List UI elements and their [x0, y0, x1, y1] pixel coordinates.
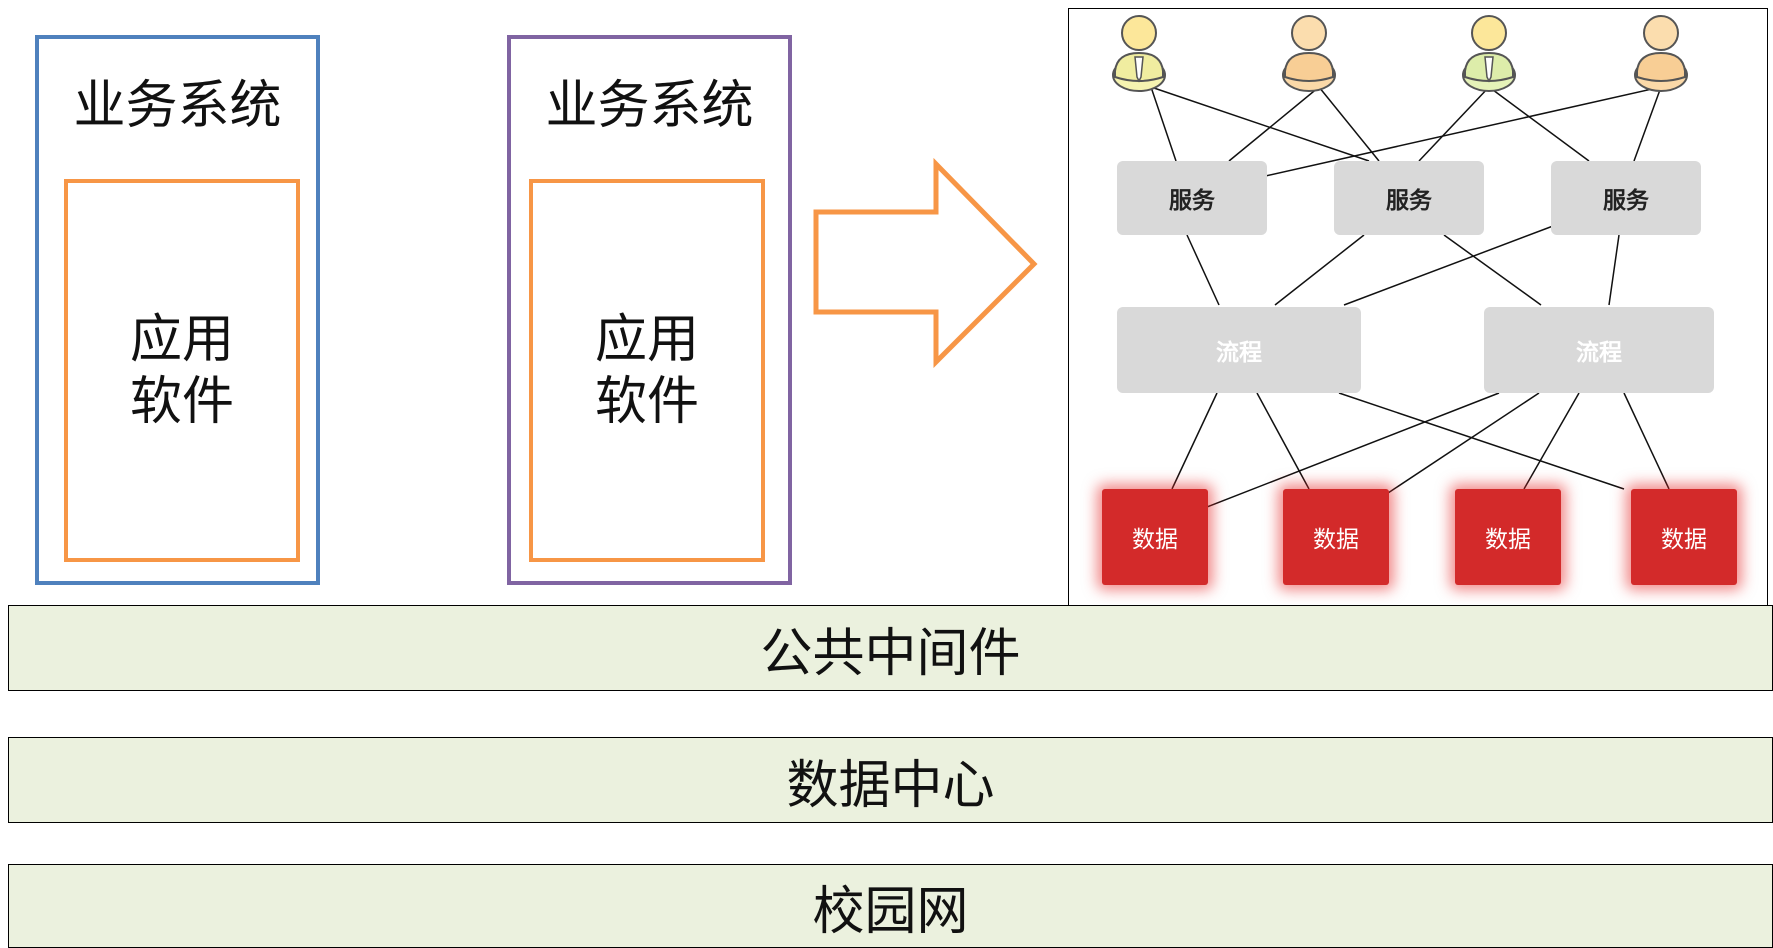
service-node: 服务	[1117, 161, 1267, 235]
campus-network-layer: 校园网	[8, 864, 1773, 948]
user-icon	[1282, 15, 1336, 92]
application-software-label: 应用 软件	[129, 309, 234, 432]
application-software-box: 应用 软件	[64, 179, 300, 562]
business-system-title: 业务系统	[73, 76, 282, 136]
application-software-label: 应用 软件	[594, 309, 699, 432]
user-icon	[1462, 15, 1516, 92]
data-node: 数据	[1631, 489, 1737, 585]
application-software-box: 应用 软件	[529, 179, 765, 562]
data-node: 数据	[1283, 489, 1389, 585]
service-architecture-diagram: 服务 服务 服务 流程 流程 数据 数据 数据 数据	[1068, 8, 1768, 612]
connection-lines	[1150, 86, 1670, 515]
data-node: 数据	[1102, 489, 1208, 585]
service-node: 服务	[1334, 161, 1484, 235]
business-system-box-1: 业务系统 应用 软件	[35, 35, 320, 585]
service-node: 服务	[1551, 161, 1701, 235]
business-system-title: 业务系统	[545, 76, 754, 136]
transform-arrow-icon	[813, 158, 1038, 368]
process-node: 流程	[1117, 307, 1361, 393]
data-node: 数据	[1455, 489, 1561, 585]
user-icon	[1634, 15, 1688, 92]
data-center-layer: 数据中心	[8, 737, 1773, 823]
business-system-box-2: 业务系统 应用 软件	[507, 35, 792, 585]
process-node: 流程	[1484, 307, 1714, 393]
user-icon	[1112, 15, 1166, 92]
middleware-layer: 公共中间件	[8, 605, 1773, 691]
